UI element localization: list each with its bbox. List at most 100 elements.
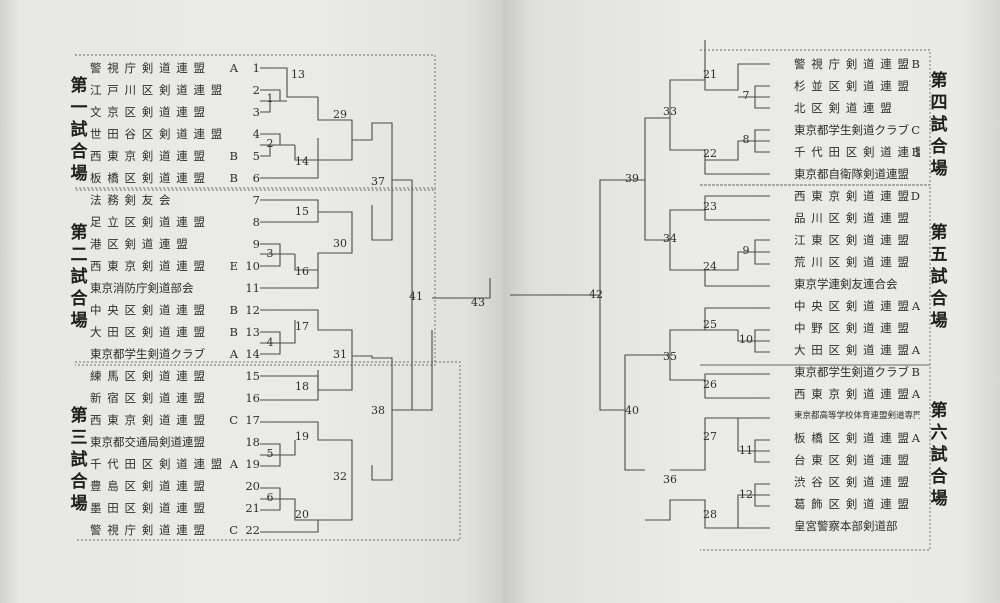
team-suffix: B (911, 57, 920, 71)
team-name: 板 橋 区 剣 道 連 盟 (794, 431, 909, 445)
bracket-line (624, 354, 670, 471)
team-seed: 20 (245, 479, 260, 493)
team-name: 西 東 京 剣 道 連 盟 (90, 259, 205, 273)
right-page (503, 0, 1000, 603)
match-number-41: 41 (409, 290, 423, 303)
match-number-19: 19 (295, 430, 309, 443)
court-label-3: 第三試合場 (70, 406, 88, 514)
match-number-17: 17 (295, 320, 309, 333)
team-entry-16: 新 宿 区 剣 道 連 盟 16 (90, 389, 260, 407)
team-entry-39: 東京都高等学校体育連盟剣道専門部39 (790, 407, 920, 425)
bracket-line (260, 487, 318, 521)
team-name: 文 京 区 剣 道 連 盟 (90, 105, 205, 119)
team-suffix: A (911, 431, 920, 445)
team-name: 北 区 剣 道 連 盟 (794, 101, 892, 115)
team-entry-36: 大 田 区 剣 道 連 盟A36 (790, 341, 920, 359)
bracket-line (260, 421, 353, 521)
team-entry-41: 台 東 区 剣 道 連 盟41 (790, 451, 920, 469)
bracket-line (738, 85, 770, 109)
team-name: 東京学連剣友連合会 (794, 277, 898, 291)
team-suffix: A (911, 343, 920, 357)
match-number-32: 32 (333, 470, 347, 483)
team-seed: 7 (252, 193, 260, 207)
bracket-line (705, 329, 770, 353)
court-label-1: 第一試合場 (70, 76, 88, 184)
team-seed: 4 (252, 127, 260, 141)
team-name: 東京都高等学校体育連盟剣道専門部 (794, 411, 920, 421)
team-suffix: B (229, 303, 238, 317)
team-entry-44: 皇宮警察本部剣道部44 (790, 517, 920, 535)
team-suffix: D (910, 189, 920, 203)
match-number-11: 11 (739, 444, 753, 457)
bracket-line (260, 375, 319, 401)
team-name: 西 東 京 剣 道 連 盟 (90, 149, 205, 163)
court-border (700, 184, 931, 366)
team-name: 東京都交通局剣道連盟 (90, 435, 205, 449)
team-name: 東京都学生剣道クラブ (794, 123, 909, 137)
bracket-line (669, 209, 705, 271)
match-number-31: 31 (333, 348, 347, 361)
left-page (0, 0, 503, 603)
bracket-line (260, 254, 319, 289)
team-entry-34: 中 央 区 剣 道 連 盟A34 (790, 297, 920, 315)
match-number-28: 28 (703, 508, 717, 521)
court-border (700, 364, 931, 551)
match-number-6: 6 (266, 491, 274, 504)
team-entry-26: 東京都学生剣道クラブC26 (790, 121, 920, 139)
match-number-38: 38 (371, 404, 385, 417)
team-name: 皇宮警察本部剣道部 (794, 519, 898, 533)
match-number-14: 14 (295, 155, 309, 168)
team-entry-37: 東京都学生剣道クラブB37 (790, 363, 920, 381)
match-number-30: 30 (333, 237, 347, 250)
team-name: 足 立 区 剣 道 連 盟 (90, 215, 205, 229)
team-name: 港 区 剣 道 連 盟 (90, 237, 188, 251)
court-label-6: 第六試合場 (930, 401, 948, 509)
team-name: 杉 並 区 剣 道 連 盟 (794, 79, 909, 93)
team-seed: 11 (245, 281, 260, 295)
court-border (75, 361, 461, 541)
team-name: 東京都学生剣道クラブ (90, 347, 205, 361)
bracket-line (317, 97, 353, 161)
team-seed: 16 (245, 391, 260, 405)
team-suffix: E (229, 259, 238, 273)
bracket-line (704, 270, 770, 287)
match-number-27: 27 (703, 430, 717, 443)
team-entry-23: 警 視 庁 剣 道 連 盟B23 (790, 55, 920, 73)
bracket-line (705, 239, 770, 271)
team-entry-28: 東京都自衛隊剣道連盟28 (790, 165, 920, 183)
team-name: 大 田 区 剣 道 連 盟 (794, 343, 909, 357)
team-entry-38: 西 東 京 剣 道 連 盟A38 (790, 385, 920, 403)
team-entry-27: 千 代 田 区 剣 道 連 盟B27 (790, 143, 920, 161)
bracket-line (260, 67, 318, 98)
match-number-25: 25 (703, 318, 717, 331)
team-name: 中 央 区 剣 道 連 盟 (794, 299, 909, 313)
bracket-line (645, 483, 770, 529)
team-suffix: B (229, 171, 238, 185)
team-suffix: B (911, 145, 920, 159)
team-name: 江 東 区 剣 道 連 盟 (794, 233, 909, 247)
team-seed: 8 (252, 215, 260, 229)
team-name: 新 宿 区 剣 道 連 盟 (90, 391, 205, 405)
match-number-2: 2 (266, 137, 274, 150)
team-seed: 5 (252, 149, 260, 163)
team-suffix: A (229, 457, 238, 471)
team-entry-29: 西 東 京 剣 道 連 盟D29 (790, 187, 920, 205)
team-name: 練 馬 区 剣 道 連 盟 (90, 369, 205, 383)
bracket-line (669, 307, 770, 381)
team-name: 中 野 区 剣 道 連 盟 (794, 321, 909, 335)
match-number-26: 26 (703, 378, 717, 391)
team-name: 千 代 田 区 剣 道 連 盟 (794, 145, 920, 159)
bracket-line (260, 243, 295, 267)
team-suffix: B (229, 149, 238, 163)
match-number-12: 12 (739, 488, 753, 501)
bracket-line (260, 320, 296, 355)
team-seed: 2 (252, 83, 260, 97)
match-number-21: 21 (703, 68, 717, 81)
